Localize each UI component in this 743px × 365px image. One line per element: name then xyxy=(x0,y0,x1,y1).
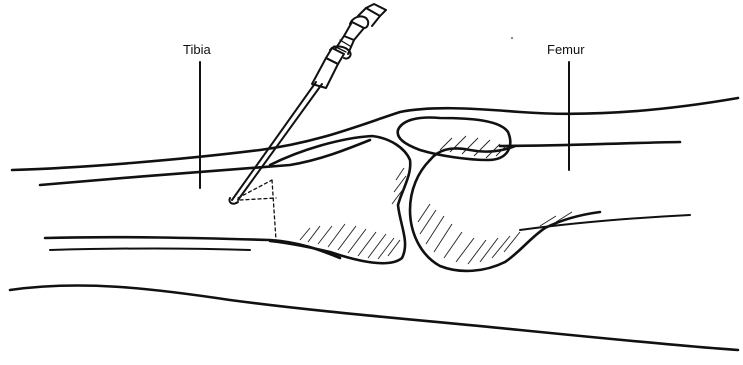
skin-upper-outline xyxy=(12,98,738,170)
femur-label: Femur xyxy=(547,42,585,57)
tibia-shading xyxy=(300,168,406,259)
patella xyxy=(398,118,511,161)
tibia-shaft-lower-line xyxy=(45,237,340,258)
syringe-needle xyxy=(229,82,322,204)
needle-hub xyxy=(312,4,386,88)
skin-lower-outline xyxy=(10,285,738,350)
tibia-shaft-inner-line xyxy=(50,249,250,251)
femur-shaft-upper-line xyxy=(500,142,680,146)
femur-shading xyxy=(418,204,572,264)
tibia-label: Tibia xyxy=(183,42,211,57)
stray-mark xyxy=(511,37,513,39)
femur-condyle xyxy=(410,160,600,271)
patella-shading xyxy=(440,136,506,158)
injection-target-dashes xyxy=(238,180,276,240)
